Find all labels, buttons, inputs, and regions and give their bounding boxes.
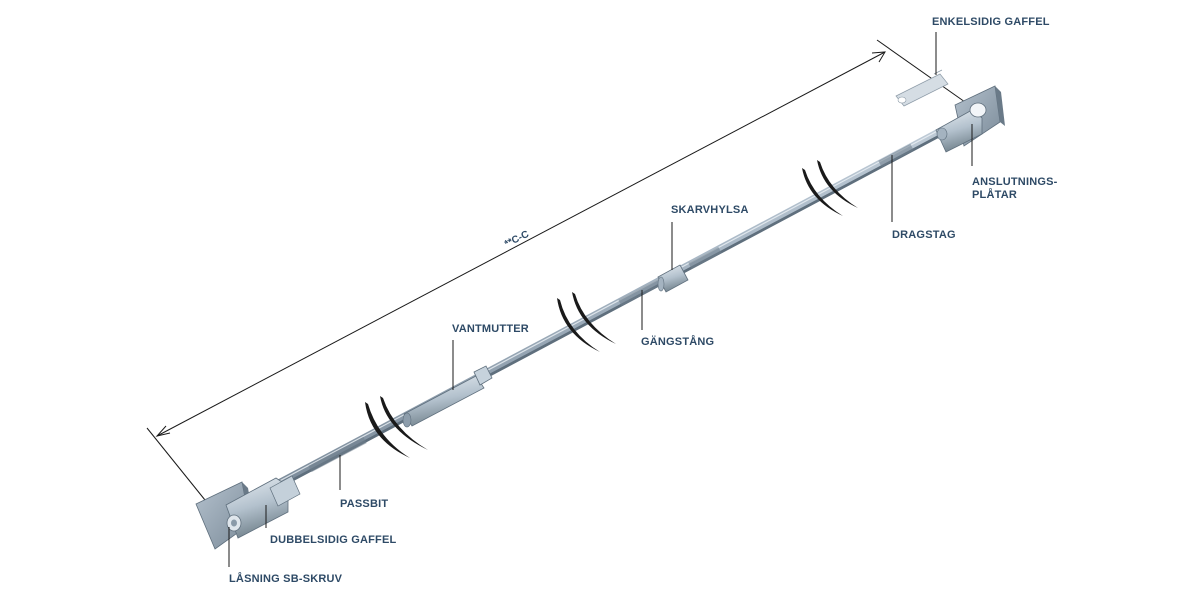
label-gangstang: GÄNGSTÅNG — [641, 336, 715, 348]
label-skarvhylsa: SKARVHYLSA — [671, 204, 749, 216]
label-lasning-sb-skruv: LÅSNING SB-SKRUV — [229, 573, 343, 585]
label-anslutningsplatar-line1: ANSLUTNINGS- — [972, 176, 1058, 188]
leader-lines — [228, 32, 973, 567]
right-end-assembly — [935, 85, 1005, 153]
label-enkelsidig-gaffel: ENKELSIDIG GAFFEL — [932, 16, 1050, 28]
single-fork-part — [895, 69, 949, 107]
label-passbit: PASSBIT — [340, 498, 389, 510]
left-end-assembly — [195, 475, 301, 550]
label-dragstag: DRAGSTAG — [892, 229, 956, 241]
dimension-line — [146, 39, 966, 501]
coupling-sleeve — [657, 264, 689, 293]
label-anslutningsplatar-line2: PLÅTAR — [972, 189, 1017, 201]
label-vantmutter: VANTMUTTER — [452, 323, 529, 335]
turnbuckle — [402, 365, 493, 428]
thread-segments — [308, 143, 914, 473]
label-dubbelsidig-gaffel: DUBBELSIDIG GAFFEL — [270, 534, 397, 546]
